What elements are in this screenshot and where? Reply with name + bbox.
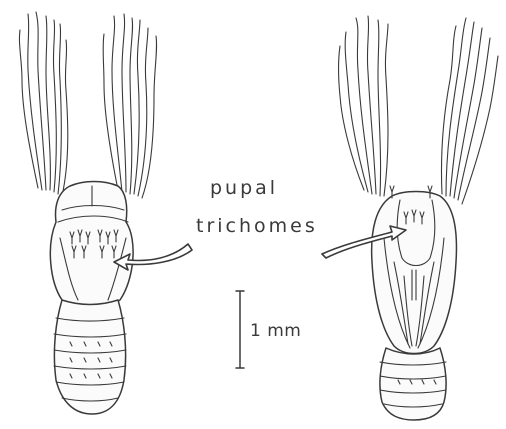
left-pupa-abdomen (54, 300, 125, 414)
callout-label-line1: pupal (210, 177, 278, 199)
callout-label-line2: trichomes (196, 215, 318, 237)
right-pupa-left-filaments (339, 16, 389, 196)
scale-bar-label: 1 mm (250, 321, 301, 341)
left-pupa-right-filaments (103, 14, 156, 198)
right-pupa-right-filaments (441, 18, 498, 204)
left-pupa-left-filaments (19, 12, 67, 196)
right-pupa (339, 16, 499, 420)
scale-bar (236, 291, 244, 368)
left-pupa (19, 12, 156, 414)
